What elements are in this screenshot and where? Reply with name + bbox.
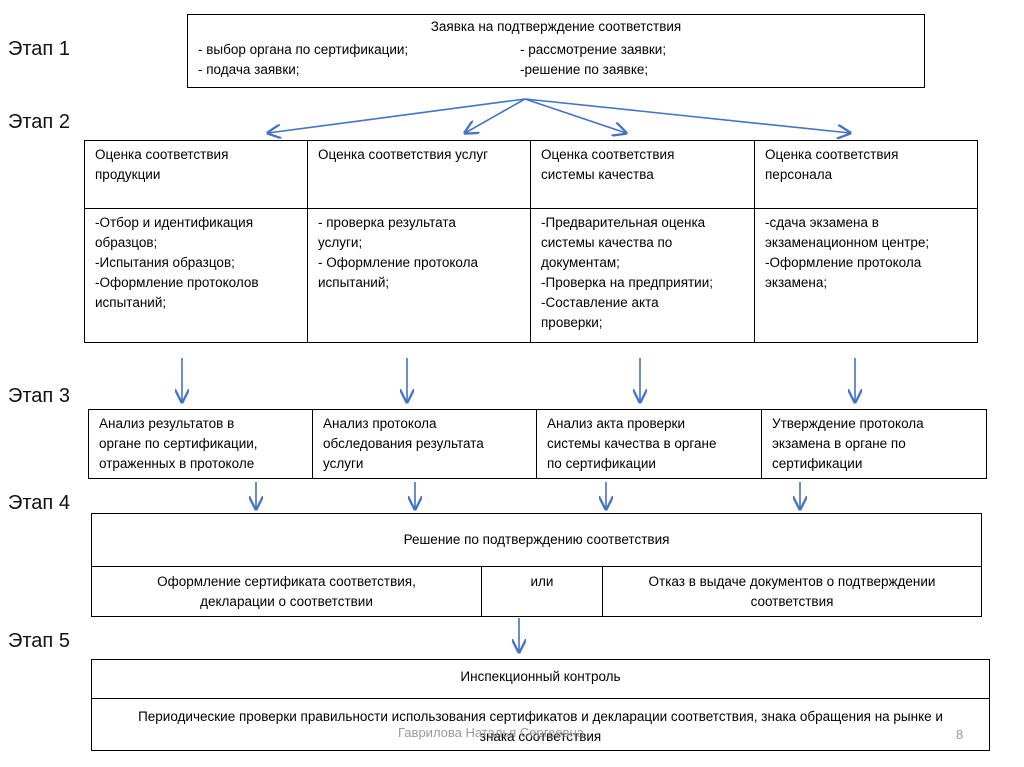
- stage2-header-personnel: Оценка соответствия персонала: [754, 140, 978, 209]
- stage3-cell-quality-system: Анализ акта проверки системы качества в …: [536, 409, 762, 479]
- page-number: 8: [956, 727, 964, 742]
- stage5-body: Периодические проверки правильности испо…: [91, 698, 990, 751]
- stage1-right-list: - рассмотрение заявки; -решение по заявк…: [520, 42, 667, 77]
- stage4-left: Оформление сертификата соответствия, дек…: [91, 566, 482, 617]
- stage1-body: - выбор органа по сертификации; - подача…: [187, 38, 925, 88]
- stage2-body-product: -Отбор и идентификация образцов; -Испыта…: [84, 208, 308, 343]
- stage4-or: или: [481, 566, 603, 617]
- stage5-title: Инспекционный контроль: [91, 659, 990, 699]
- stage-label-1: Этап 1: [8, 38, 70, 60]
- stage-label-2: Этап 2: [8, 111, 70, 133]
- stage2-body-quality-system: -Предварительная оценка системы качества…: [530, 208, 755, 343]
- stage1-title: Заявка на подтверждение соответствия: [187, 14, 925, 39]
- arrow-stage1-to-services: [465, 98, 526, 133]
- stage1-left-list: - выбор органа по сертификации; - подача…: [198, 42, 409, 77]
- stage2-header-product: Оценка соответствия продукции: [84, 140, 308, 209]
- arrow-stage1-to-quality: [524, 98, 626, 133]
- stage3-cell-services: Анализ протокола обследования результата…: [312, 409, 537, 479]
- stage2-body-services: - проверка результата услуги; - Оформлен…: [307, 208, 531, 343]
- arrow-stage1-to-product: [268, 98, 526, 133]
- stage2-body-personnel: -сдача экзамена в экзаменационном центре…: [754, 208, 978, 343]
- stage-label-5: Этап 5: [8, 630, 70, 652]
- stage3-cell-personnel: Утверждение протокола экзамена в органе …: [761, 409, 987, 479]
- stage4-right: Отказ в выдаче документов о подтверждени…: [602, 566, 982, 617]
- stage4-title: Решение по подтверждению соответствия: [91, 513, 982, 567]
- stage-label-4: Этап 4: [8, 492, 70, 514]
- arrow-stage1-to-personnel: [524, 98, 850, 133]
- stage-label-3: Этап 3: [8, 385, 70, 407]
- stage3-cell-product: Анализ результатов в органе по сертифика…: [88, 409, 313, 479]
- footer-author: Гаврилова Наталья Сергеевна: [398, 725, 584, 740]
